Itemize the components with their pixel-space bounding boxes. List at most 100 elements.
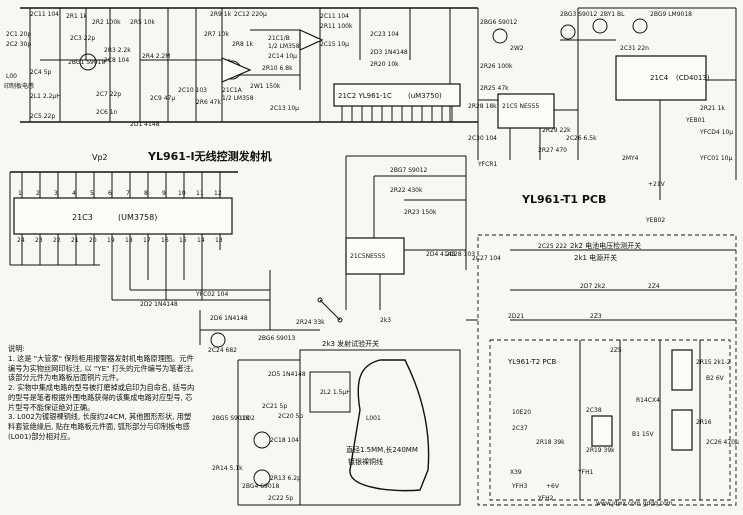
chip-ic4	[615, 55, 707, 101]
svg-text:2C1 20p: 2C1 20p	[6, 31, 31, 38]
chip-ic5	[497, 93, 555, 129]
svg-text:12: 12	[214, 190, 222, 197]
svg-text:2R8 1k: 2R8 1k	[232, 41, 254, 48]
svg-text:2C15 10μ: 2C15 10μ	[320, 41, 349, 48]
svg-text:2D3 1N4148: 2D3 1N4148	[370, 49, 408, 56]
svg-text:2BG6 S9013: 2BG6 S9013	[258, 335, 295, 342]
svg-text:B2 6V: B2 6V	[706, 375, 725, 382]
svg-text:2Z3: 2Z3	[590, 313, 602, 320]
transistor-2bg1-icon	[79, 53, 97, 71]
svg-text:2BY1 BL: 2BY1 BL	[600, 11, 625, 18]
chip-ic3	[13, 197, 233, 235]
svg-text:L002: L002	[240, 415, 255, 422]
svg-text:2R29 22k: 2R29 22k	[542, 127, 571, 134]
test-switch-callout: 2k3 发射试验开关	[322, 339, 379, 348]
svg-text:2C10 103: 2C10 103	[178, 87, 207, 94]
svg-text:2C9 47μ: 2C9 47μ	[150, 95, 175, 102]
svg-text:2R4 2.2M: 2R4 2.2M	[142, 53, 170, 60]
battery-b1-icon	[671, 409, 693, 451]
svg-text:8: 8	[144, 190, 148, 197]
svg-text:2C11 104: 2C11 104	[320, 13, 349, 20]
svg-text:YFCR1: YFCR1	[477, 161, 497, 168]
component-labels: 2C11 104 2C1 20p 2C2 30p 2R1 1k 2R2 100k…	[6, 11, 739, 502]
svg-text:2R10 6.8k: 2R10 6.8k	[262, 65, 293, 72]
svg-text:2C7 22p: 2C7 22p	[96, 91, 121, 98]
svg-text:2R5 10k: 2R5 10k	[130, 19, 155, 26]
svg-text:17: 17	[143, 237, 151, 244]
svg-text:2C2 30p: 2C2 30p	[6, 41, 31, 48]
antenna-l002-frame	[299, 349, 461, 506]
vp2-label: Vp2	[92, 153, 108, 162]
svg-text:2R24 33k: 2R24 33k	[296, 319, 325, 326]
svg-text:2R26 100k: 2R26 100k	[480, 63, 513, 70]
svg-text:YFH3: YFH3	[511, 483, 528, 490]
power-switch-callout: 2k1 电源开关	[574, 253, 617, 262]
chip-ic2-part: (uM3750)	[408, 92, 442, 100]
svg-text:2Z4: 2Z4	[648, 283, 660, 290]
transistor-2bg5-icon	[253, 431, 271, 449]
note-2: 2. 实物中集成电路的型号被打磨掉或启印为自命名, 括号内的型号是笔者根据外围电…	[8, 383, 195, 412]
pcb-t2-inner	[489, 339, 731, 501]
svg-text:2R7 10k: 2R7 10k	[204, 31, 229, 38]
component-2r19	[591, 415, 613, 447]
svg-text:14: 14	[197, 237, 205, 244]
svg-text:2BG3 S9012: 2BG3 S9012	[560, 11, 597, 18]
note-1: 1. 这是 "大管家" 保险柜用报警器发射机电路原理图。元件编号为实物丝网印标注…	[8, 353, 198, 383]
svg-text:2C24 682: 2C24 682	[208, 347, 237, 354]
ic1b-label: 21C1/B	[268, 35, 290, 42]
chip-ic2-label: 21C2 YL961-1C	[338, 92, 392, 100]
svg-text:9: 9	[162, 190, 166, 197]
svg-text:16: 16	[161, 237, 169, 244]
svg-text:YFCD4 10μ: YFCD4 10μ	[699, 129, 733, 136]
note-heading: 说明:	[8, 344, 25, 353]
svg-text:10E20: 10E20	[512, 409, 531, 416]
svg-text:YEB01: YEB01	[685, 117, 705, 124]
ic3-bottom-pin-numbers: 24 23 22 21 20 19 18 17 16 15 14 13	[17, 237, 223, 244]
svg-text:2C12 220μ: 2C12 220μ	[234, 11, 267, 18]
t2-label: YL961-T2 PCB	[507, 358, 556, 366]
svg-text:2D21: 2D21	[508, 313, 524, 320]
svg-text:2C31 22n: 2C31 22n	[620, 45, 649, 52]
battery-switch-callout: 2k2 电池电压检测开关	[570, 241, 641, 250]
svg-text:2BG4 S9018: 2BG4 S9018	[242, 483, 279, 490]
ic1a-part: 1/2 LM358	[222, 95, 254, 102]
main-title: YL961-I无线控测发射机	[147, 149, 272, 163]
svg-text:2D5 1N4148: 2D5 1N4148	[268, 371, 306, 378]
opamp-triangle-b-icon	[299, 29, 324, 51]
svg-text:2C23 104: 2C23 104	[370, 31, 399, 38]
svg-text:2BG9 LM9018: 2BG9 LM9018	[650, 11, 692, 18]
pcb-t2-boundary	[477, 234, 737, 506]
pcb-inductor-label: 印制板电感	[4, 82, 34, 90]
svg-text:2: 2	[36, 190, 40, 197]
buzzer-2by1-icon	[592, 18, 608, 34]
svg-text:2BG5 S9018: 2BG5 S9018	[212, 415, 249, 422]
svg-text:2R18 39k: 2R18 39k	[536, 439, 565, 446]
svg-text:2R3 2.2k: 2R3 2.2k	[104, 47, 131, 54]
svg-text:2L1 2.2μH: 2L1 2.2μH	[30, 93, 61, 100]
chip-ic2	[333, 83, 461, 107]
svg-text:2C26 6.5k: 2C26 6.5k	[566, 135, 597, 142]
svg-text:4: 4	[72, 190, 76, 197]
svg-text:2C37: 2C37	[512, 425, 528, 432]
svg-text:2W2: 2W2	[510, 45, 524, 52]
transistor-2bg6-lower-icon	[210, 332, 226, 348]
svg-text:2R1 1k: 2R1 1k	[66, 13, 88, 20]
svg-text:15: 15	[179, 237, 187, 244]
svg-text:YFH2: YFH2	[537, 495, 554, 502]
svg-text:22: 22	[53, 237, 61, 244]
antenna-note: 直径1.5MM,长240MM	[346, 445, 418, 454]
svg-text:18: 18	[125, 237, 133, 244]
svg-text:2R6 47k: 2R6 47k	[196, 99, 221, 106]
svg-text:19: 19	[107, 237, 115, 244]
svg-text:R14CX4: R14CX4	[636, 397, 660, 404]
chip-ic3-part: (UM3758)	[118, 213, 157, 222]
svg-text:2R11 100k: 2R11 100k	[320, 23, 353, 30]
svg-text:YFC01 10μ: YFC01 10μ	[699, 155, 732, 162]
coil-l001-icon	[309, 371, 351, 413]
svg-text:2D7 2k2: 2D7 2k2	[580, 283, 605, 290]
svg-text:2W1 150k: 2W1 150k	[250, 83, 281, 90]
svg-text:2C38: 2C38	[586, 407, 602, 414]
svg-text:2BG1 S9018: 2BG1 S9018	[68, 59, 105, 66]
transistor-2bg3-icon	[560, 24, 576, 40]
svg-text:2BG7 S9012: 2BG7 S9012	[390, 167, 427, 174]
